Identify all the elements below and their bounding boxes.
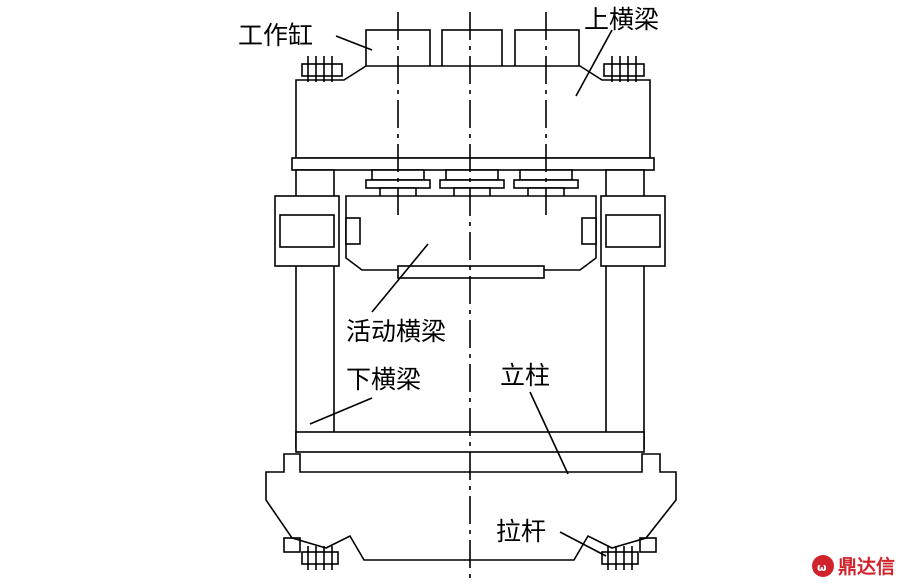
svg-text:ω: ω [817, 561, 827, 574]
upper-beam [291, 56, 655, 171]
labels: 工作缸 上横梁 活动横梁 下横梁 立柱 拉杆 [238, 5, 659, 546]
lower-left-bolts [283, 537, 339, 570]
piston-center [439, 169, 505, 199]
lower-right-bolts [601, 537, 657, 570]
label-tie-rod: 拉杆 [496, 517, 546, 546]
label-column: 立柱 [500, 361, 550, 390]
watermark-logo-icon [812, 555, 834, 577]
watermark-text: 鼎达信 [838, 555, 895, 578]
leader-lines [309, 29, 613, 557]
watermark: ω 鼎达信 [812, 555, 895, 578]
label-upper-beam: 上横梁 [584, 5, 659, 34]
lower-beam [265, 453, 677, 570]
center-lines [397, 12, 547, 582]
piston-heads [365, 169, 579, 199]
moving-beam [274, 195, 666, 279]
upper-left-bolts [301, 56, 343, 82]
label-cylinder: 工作缸 [238, 21, 313, 50]
label-lower-beam: 下横梁 [346, 365, 421, 394]
upper-right-bolts [603, 56, 645, 82]
label-moving-beam: 活动横梁 [346, 317, 446, 346]
